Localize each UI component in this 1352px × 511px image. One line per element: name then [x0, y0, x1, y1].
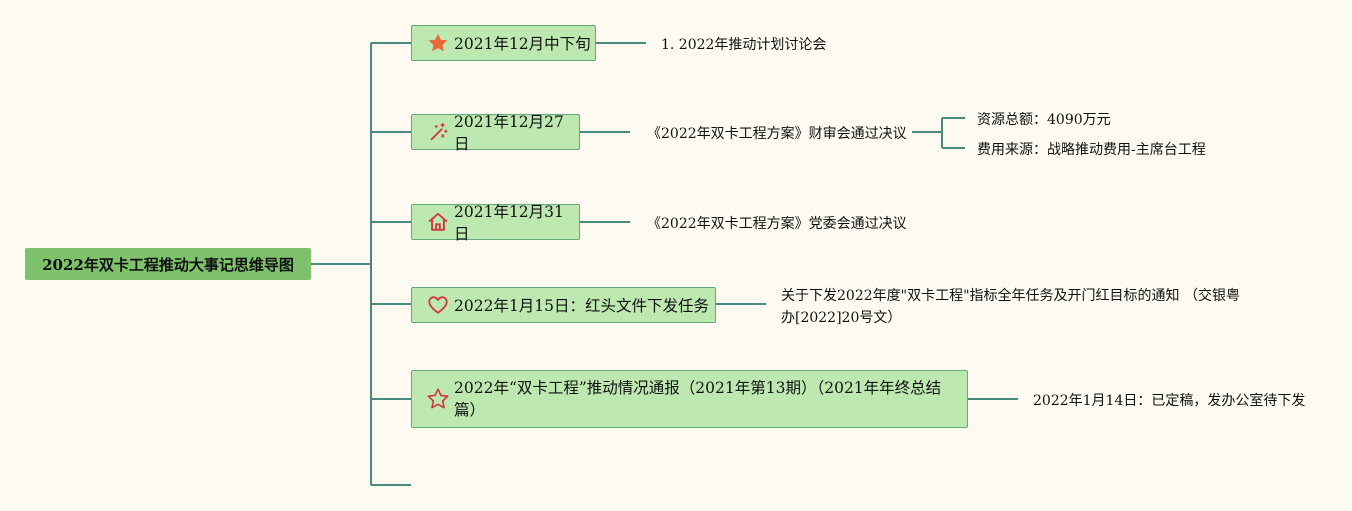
star-filled-icon [426, 31, 450, 55]
leaf-2-1[interactable]: 《2022年双卡工程方案》财审会通过决议 [647, 126, 907, 142]
heart-icon [426, 293, 450, 317]
branch-node-4[interactable]: 2022年1月15日：红头文件下发任务 [411, 287, 716, 323]
leaf-5-1[interactable]: 2022年1月14日：已定稿，发办公室待下发 [1033, 393, 1306, 409]
leaf-4-1[interactable]: 关于下发2022年度"双卡工程"指标全年任务及开门红目标的通知 （交银粤办[20… [781, 288, 1240, 326]
star-outline-icon [426, 387, 450, 411]
leaf-2-1-1[interactable]: 资源总额：4090万元 [977, 112, 1111, 128]
branch-label-3: 2021年12月31日 [454, 203, 564, 243]
branch-label-5: 2022年“双卡工程”推动情况通报（2021年第13期）（2021年年终总结篇） [454, 379, 942, 419]
branch-node-3[interactable]: 2021年12月31日 [411, 203, 580, 243]
root-label: 2022年双卡工程推动大事记思维导图 [42, 255, 294, 274]
house-icon [426, 210, 450, 234]
leaf-1-1[interactable]: 1. 2022年推动计划讨论会 [661, 37, 827, 53]
connector-grandchild [912, 117, 965, 149]
branch-label-2: 2021年12月27日 [454, 113, 564, 153]
root-node[interactable]: 2022年双卡工程推动大事记思维导图 [25, 248, 311, 280]
branch-label-4: 2022年1月15日：红头文件下发任务 [454, 297, 710, 315]
branch-node-1[interactable]: 2021年12月中下旬 [411, 25, 596, 61]
branch-node-5[interactable]: 2022年“双卡工程”推动情况通报（2021年第13期）（2021年年终总结篇） [411, 370, 968, 428]
branch-label-1: 2021年12月中下旬 [454, 35, 591, 53]
leaf-3-1[interactable]: 《2022年双卡工程方案》党委会通过决议 [647, 216, 907, 232]
magic-wand-icon [426, 120, 450, 144]
branch-node-2[interactable]: 2021年12月27日 [411, 113, 580, 153]
leaf-2-1-2[interactable]: 费用来源：战略推动费用-主席台工程 [977, 142, 1206, 158]
